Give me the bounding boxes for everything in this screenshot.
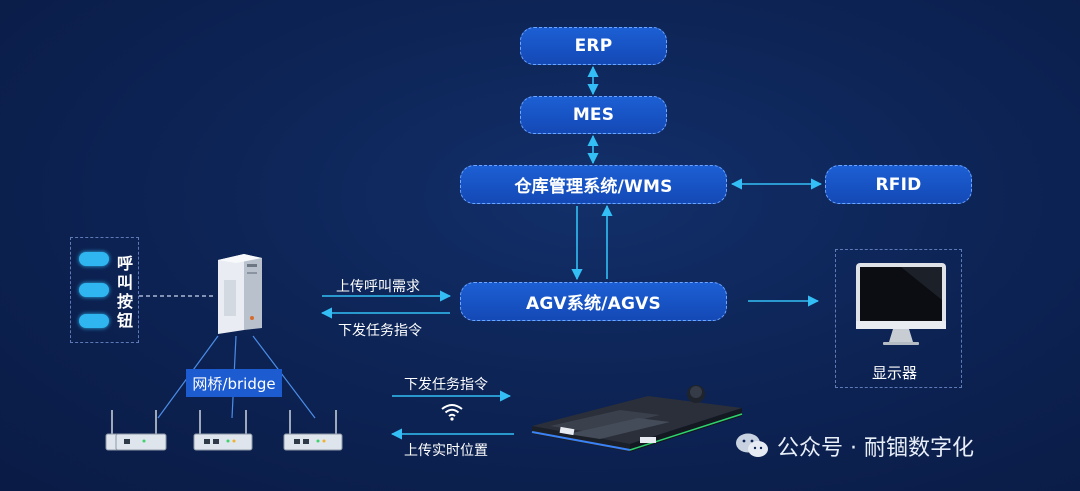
router-icon <box>115 433 167 451</box>
router-icon <box>193 410 253 451</box>
watermark: 公众号 · 耐锢数字化 <box>735 430 974 462</box>
mes-node: MES <box>520 96 667 134</box>
call-button-panel: 呼 叫 按 钮 <box>70 237 139 343</box>
flow-dispatch-pc: 下发任务指令 <box>338 323 422 339</box>
monitor-icon <box>856 263 946 345</box>
agvs-node: AGV系统/AGVS <box>460 282 727 321</box>
rfid-node: RFID <box>825 165 972 204</box>
flow-dispatch-agv: 下发任务指令 <box>404 377 488 393</box>
watermark-text: 公众号 · 耐锢数字化 <box>777 436 974 461</box>
call-button-3 <box>79 314 109 328</box>
display-label: 显示器 <box>872 364 918 382</box>
call-button-label: 呼 叫 按 钮 <box>116 254 133 330</box>
flow-upload-call: 上传呼叫需求 <box>336 279 420 295</box>
router-icon <box>283 410 343 451</box>
wechat-icon <box>736 433 768 457</box>
display-panel <box>835 249 962 388</box>
erp-node: ERP <box>520 27 667 65</box>
wms-node: 仓库管理系统/WMS <box>460 165 727 204</box>
call-button-2 <box>79 283 109 297</box>
link-pc-router-3 <box>252 335 316 419</box>
agv-robot-icon <box>531 385 743 452</box>
wifi-icon <box>441 404 463 421</box>
bridge-label: 网桥/bridge <box>186 369 282 397</box>
pc-tower-icon <box>218 254 262 334</box>
call-button-1 <box>79 252 109 266</box>
flow-upload-position: 上传实时位置 <box>404 443 488 459</box>
